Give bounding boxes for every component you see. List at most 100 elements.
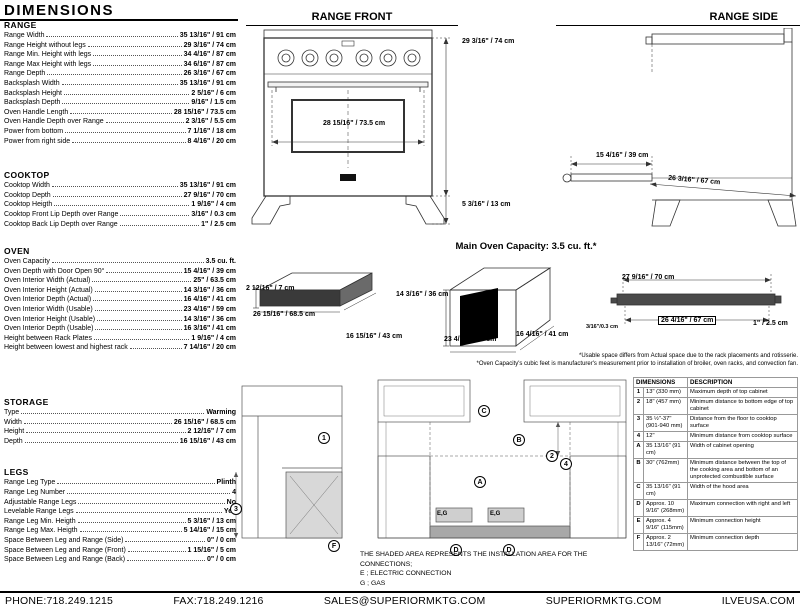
dotted-leader (72, 141, 186, 143)
spec-value: 8 4/16" / 20 cm (187, 137, 236, 145)
spec-value: 1 15/16" / 5 cm (187, 546, 236, 554)
dim-leg-height: 5 3/16" / 13 cm (462, 201, 511, 208)
spec-label: Space Between Leg and Range (Front) (4, 546, 126, 554)
install-marker-f: F (328, 540, 340, 552)
range-front-rule (246, 25, 458, 26)
section-heading-storage: STORAGE (4, 397, 49, 408)
spec-label: Range Leg Number (4, 489, 66, 496)
spec-row: Oven Interior Width (Actual) 25" / 63.5 c… (4, 276, 236, 286)
table-header-description: DESCRIPTION (687, 377, 798, 388)
dotted-leader (94, 290, 182, 292)
oven-capacity-note: Main Oven Capacity: 3.5 cu. ft.* (455, 241, 597, 252)
spec-label: Range Leg Max. Heigth (4, 527, 78, 535)
table-cell-dimension: 18" (457 mm) (643, 397, 688, 415)
table-cell-key: A (633, 441, 644, 459)
page-title: DIMENSIONS (4, 2, 115, 19)
dotted-leader (93, 300, 182, 302)
dotted-leader (62, 103, 190, 105)
table-cell-description: Minimum distance to bottom edge of top c… (687, 397, 798, 415)
install-note-electric: E ; ELECTRIC CONNECTION (360, 570, 452, 577)
install-marker-1: 1 (318, 432, 330, 444)
spec-label: Cooktop Depth (4, 191, 51, 199)
spec-value: 1 9/16" / 4 cm (191, 334, 236, 342)
table-cell-description: Maximum connection with right and left (687, 499, 798, 517)
dim-oven-height: 14 3/16" / 36 cm (396, 291, 449, 298)
dotted-leader (93, 338, 190, 340)
table-cell-dimension: 35 ½"-37" (901-940 mm) (643, 414, 688, 432)
spec-label: Oven Interior Depth (Actual) (4, 296, 92, 304)
spec-value: 35 13/16" / 91 cm (179, 79, 236, 87)
dotted-leader (70, 112, 172, 114)
spec-row: Oven Interior Width (Usable)23 4/16" / 5… (4, 305, 236, 315)
dim-cooktop-depth-bottom: 26 4/16" / 67 cm (658, 316, 717, 325)
spec-label: Oven Depth with Door Open 90° (4, 267, 105, 275)
spec-value: 16 3/16" / 41 cm (183, 325, 236, 333)
spec-label: Oven Interior Height (Usable) (4, 315, 96, 323)
dim-cooktop-depth-top: 27 9/16" / 70 cm (622, 274, 675, 281)
footnotes: *Usable space differs from Actual space … (400, 352, 798, 368)
dotted-leader (52, 195, 182, 197)
table-cell-dimension: 30" (762mm) (643, 458, 688, 483)
spec-value: 5 3/16" / 13 cm (187, 517, 236, 525)
spec-label: Cooktop Heigth (4, 201, 53, 209)
spec-value: 25" / 63.5 cm (193, 277, 236, 285)
spec-label: Cooktop Width (4, 182, 50, 190)
spec-label: Oven Handle Depth over Range (4, 118, 104, 126)
spec-label: Range Depth (4, 70, 46, 78)
table-cell-description: Maximum depth of top cabinet (687, 387, 798, 398)
install-marker-3: 3 (230, 503, 242, 515)
spec-value: 14 3/16" / 36 cm (183, 315, 236, 323)
spec-value: 23 4/16" / 59 cm (183, 306, 236, 314)
spec-label: Adjustable Range Legs (4, 498, 77, 506)
install-note-gas: G ; GAS (360, 579, 386, 587)
spec-value: 1" / 2.5 cm (201, 220, 236, 228)
spec-label: Range Width (4, 32, 45, 39)
dim-range-height: 29 3/16" / 74 cm (462, 38, 515, 45)
spec-row: Oven Interior Height (Usable) 14 3/16" / … (4, 315, 236, 325)
spec-value: 9/16" / 1.5 cm (191, 99, 236, 107)
dotted-leader (120, 214, 190, 216)
spec-value: 2 5/16" / 6 cm (191, 89, 236, 97)
range-side-title: RANGE SIDE (709, 11, 778, 23)
spec-label: Oven Interior Height (Actual) (4, 286, 93, 294)
spec-label: Oven Interior Width (Actual) (4, 277, 91, 285)
spec-label: Oven Capacity (4, 258, 50, 266)
install-note-shaded-area: THE SHADED AREA REPRESENTS THE INSTALLAT… (360, 551, 588, 568)
title-rule (0, 19, 238, 21)
footer-ilve-website: ILVEUSA.COM (721, 595, 795, 607)
spec-label: Cooktop Back Lip Depth over Range (4, 220, 118, 228)
footnote-oven-capacity: *Oven Capacity's cubic feet is manufactu… (476, 361, 798, 367)
spec-label: Backsplash Height (4, 89, 62, 97)
dotted-leader (129, 348, 182, 350)
dotted-leader (67, 493, 231, 494)
install-marker-4: 4 (560, 458, 572, 470)
dim-oven-depth: 16 4/16" / 41 cm (516, 331, 569, 338)
spec-label: Depth (4, 437, 23, 445)
install-marker-b: B (513, 434, 525, 446)
dim-drawer-height: 2 12/16" / 7 cm (246, 285, 295, 292)
table-cell-description: Width of the hood area (687, 482, 798, 500)
connection-label-eg-left: E,G (437, 511, 448, 517)
spec-row: Space Between Leg and Range (Side)0" / 0… (4, 536, 236, 546)
dotted-leader (51, 262, 204, 264)
section-heading-cooktop: COOKTOP (4, 170, 50, 181)
spec-label: Space Between Leg and Range (Back) (4, 556, 126, 564)
spec-row: Cooktop Back Lip Depth over Range 1" / 2.… (4, 220, 236, 230)
spec-label: Height (4, 428, 25, 436)
spec-row: Oven Interior Depth (Actual)16 4/16" / 4… (4, 295, 236, 305)
section-heading-oven: OVEN (4, 246, 30, 257)
spec-value: 3/16" / 0.3 cm (191, 210, 236, 218)
